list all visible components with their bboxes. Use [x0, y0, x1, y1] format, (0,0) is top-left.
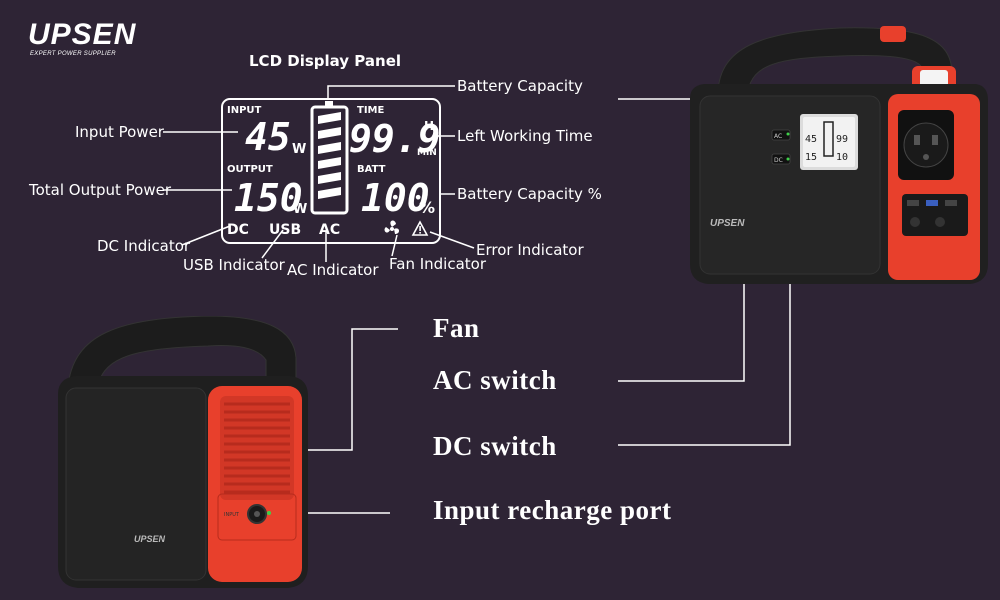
power-station-side: INPUT UPSEN [58, 316, 308, 588]
power-station-front: 45 99 15 10 AC DC UPSEN [690, 26, 988, 284]
lcd-batt-value: 100 [361, 176, 430, 220]
lcd-batt-unit: % [419, 198, 435, 217]
input-port-label: INPUT [224, 512, 240, 518]
label-error-indicator: Error Indicator [476, 241, 584, 259]
lcd-panel-title: LCD Display Panel [249, 52, 402, 70]
lcd-time-label: TIME [357, 105, 384, 116]
svg-text:10: 10 [836, 152, 848, 163]
lcd-panel: INPUT 45 W OUTPUT 150 W TIME 99.9 H MIN … [221, 98, 441, 244]
dc-button-label: DC [774, 157, 783, 164]
label-usb-indicator: USB Indicator [183, 256, 285, 274]
label-left-working-time: Left Working Time [457, 127, 593, 145]
lcd-output-label: OUTPUT [227, 164, 273, 175]
battery-gauge-icon [310, 101, 349, 215]
svg-text:99: 99 [836, 134, 848, 145]
label-fan-indicator: Fan Indicator [389, 255, 487, 273]
label-ac-indicator: AC Indicator [287, 261, 379, 279]
label-battery-capacity: Battery Capacity [457, 77, 583, 95]
brand-tagline: EXPERT POWER SUPPLIER [30, 51, 116, 57]
label-dc-switch: DC switch [433, 431, 557, 461]
lcd-output-unit: W [293, 202, 307, 217]
fan-icon [384, 220, 400, 234]
lcd-output-value: 150 [234, 176, 303, 220]
brand-logo: UPSEN EXPERT POWER SUPPLIER [26, 18, 178, 60]
label-input-power: Input Power [75, 123, 164, 141]
lcd-input-value: 45 [245, 115, 291, 159]
svg-text:15: 15 [805, 152, 817, 163]
lcd-ac-indicator: AC [319, 222, 340, 238]
lcd-batt-label: BATT [357, 164, 386, 175]
label-dc-indicator: DC Indicator [97, 237, 191, 255]
label-total-output-power: Total Output Power [29, 181, 172, 199]
lcd-time-unit-h: H [424, 119, 434, 133]
lcd-dc-indicator: DC [227, 222, 249, 238]
ac-button-label: AC [774, 133, 782, 140]
lcd-time-unit-min: MIN [417, 148, 437, 158]
label-battery-capacity-pct: Battery Capacity % [457, 185, 602, 203]
brand-name: UPSEN [28, 18, 137, 51]
lcd-time-value: 99.9 [349, 117, 441, 161]
svg-text:45: 45 [805, 134, 817, 145]
warning-icon [411, 220, 429, 236]
label-ac-switch: AC switch [433, 365, 557, 395]
label-fan: Fan [433, 313, 480, 343]
lcd-input-unit: W [292, 142, 306, 157]
device-side-logo: UPSEN [134, 534, 166, 544]
label-input-recharge-port: Input recharge port [433, 495, 672, 525]
device-logo: UPSEN [710, 218, 745, 229]
lcd-usb-indicator: USB [269, 222, 301, 238]
lcd-input-label: INPUT [227, 105, 262, 116]
